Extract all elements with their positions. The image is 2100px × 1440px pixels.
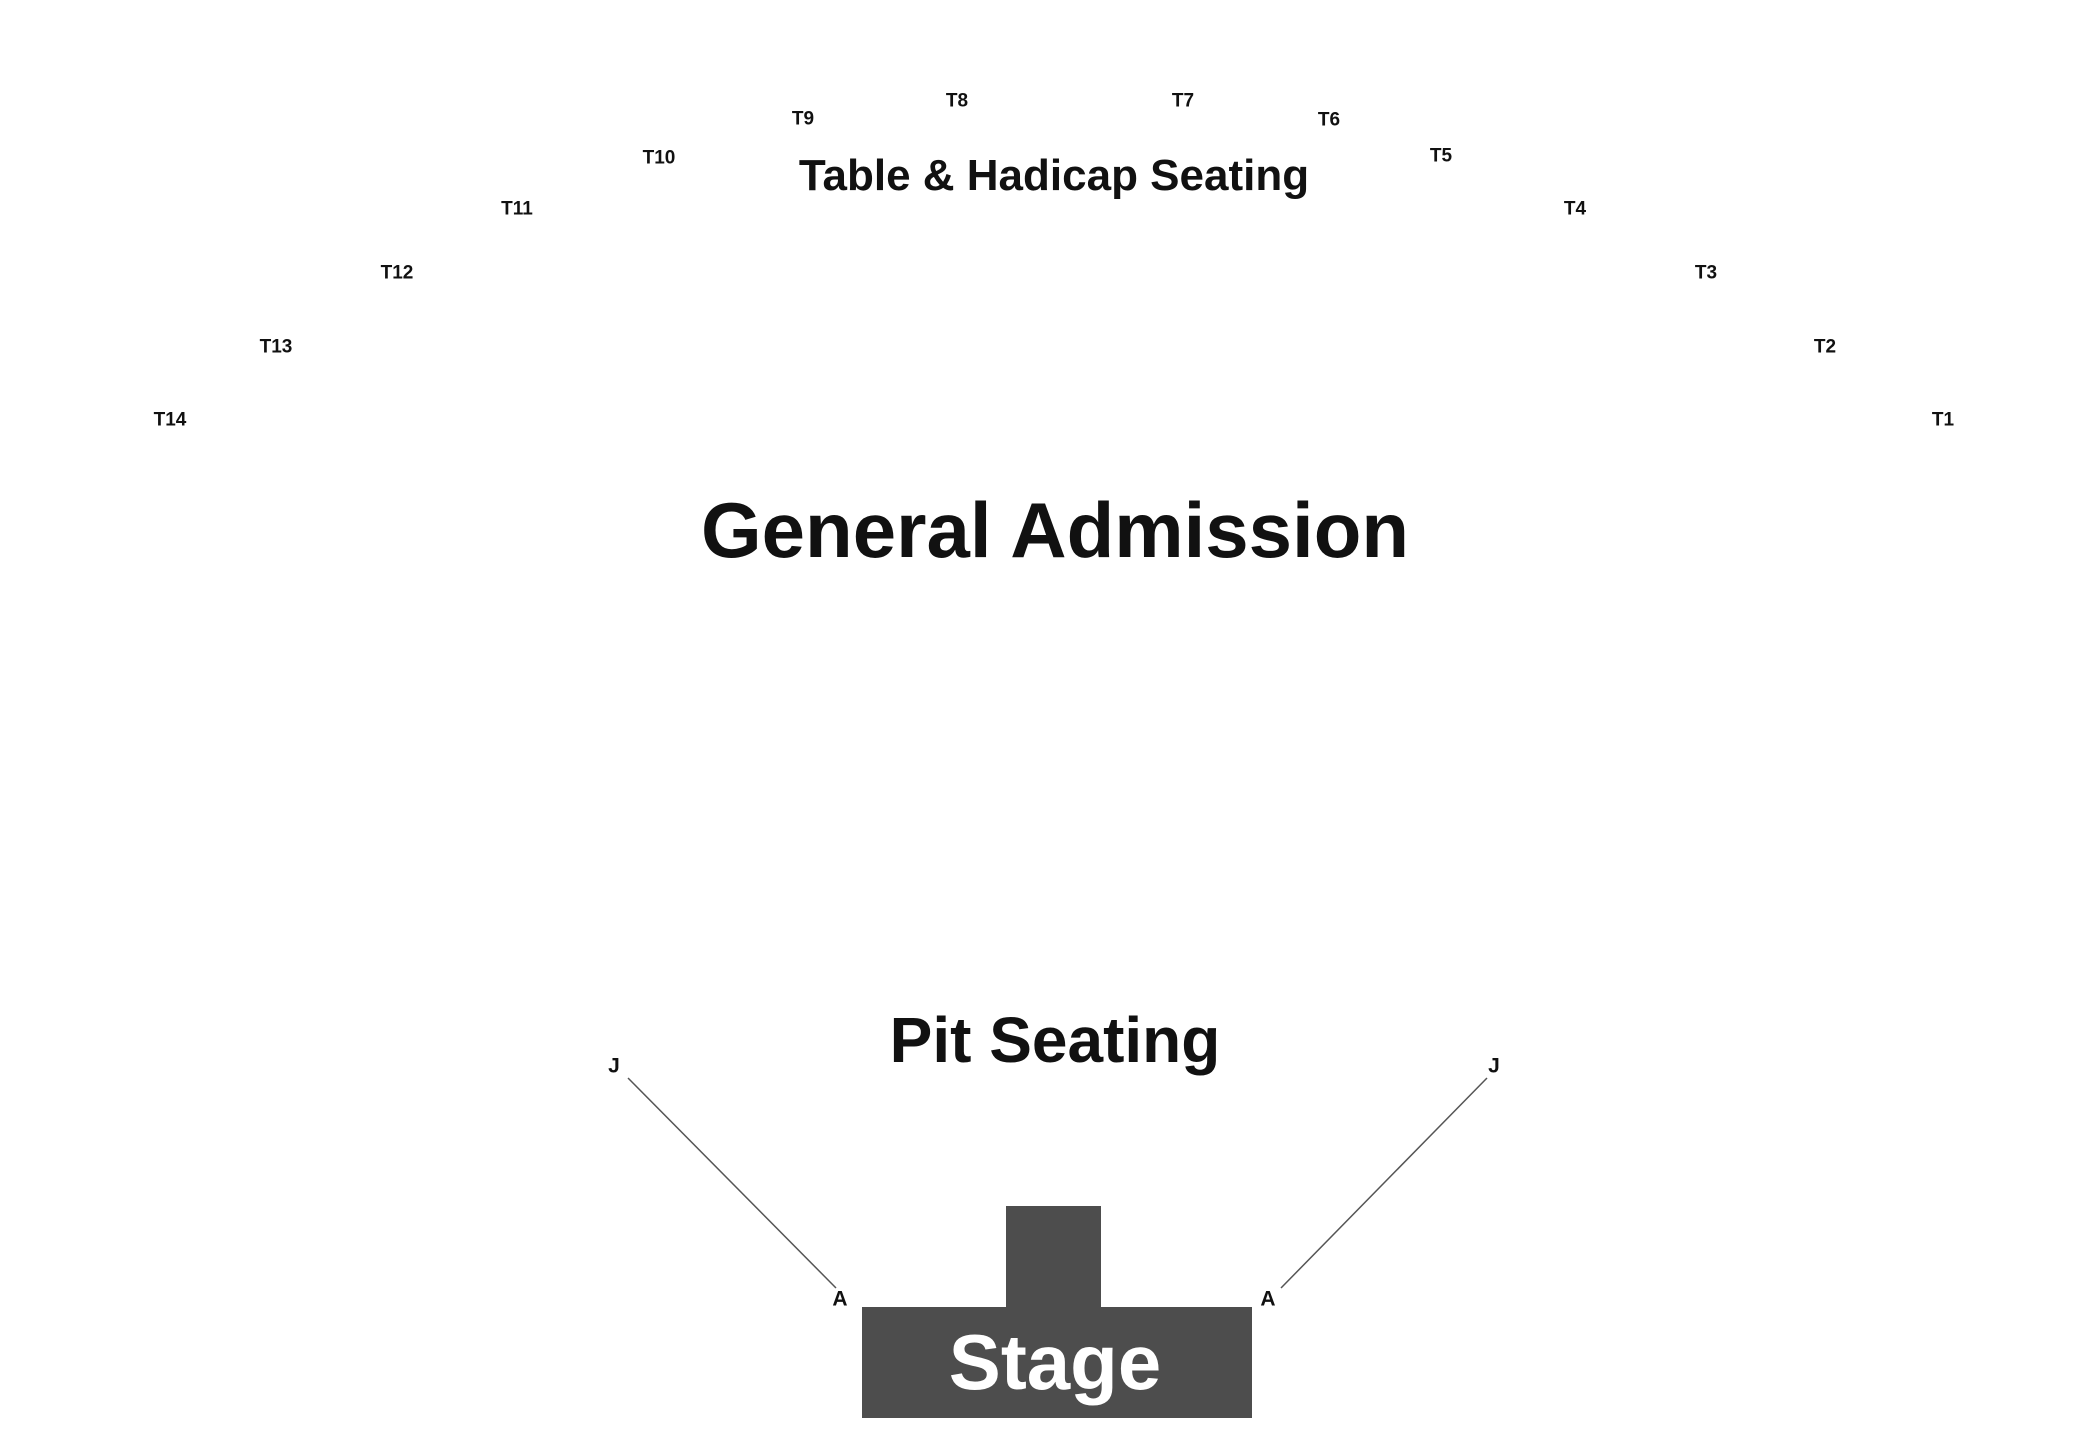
table-t14[interactable]: T14 [153,409,187,431]
table-t2[interactable]: T2 [1813,336,1837,358]
section-pit-seating[interactable]: Pit Seating [889,1004,1221,1076]
pit-row-j-right: J [1488,1054,1500,1078]
table-t4[interactable]: T4 [1563,198,1587,220]
pit-aisle-line-right [1280,1077,1488,1289]
section-table-handicap-seating[interactable]: Table & Hadicap Seating [798,151,1310,200]
pit-row-a-right: A [1260,1287,1276,1311]
table-t11[interactable]: T11 [501,198,533,220]
stage-shape[interactable] [862,1206,1252,1418]
table-t5[interactable]: T5 [1429,145,1453,167]
table-t12[interactable]: T12 [380,262,414,284]
table-t1[interactable]: T1 [1931,409,1955,431]
table-t6[interactable]: T6 [1317,109,1341,131]
pit-row-a-left: A [832,1287,848,1311]
table-t9[interactable]: T9 [791,108,815,130]
table-t3[interactable]: T3 [1694,262,1718,284]
table-t8[interactable]: T8 [945,90,969,112]
pit-row-j-left: J [608,1054,620,1078]
table-t10[interactable]: T10 [642,147,676,169]
table-t7[interactable]: T7 [1171,90,1195,112]
stage-label: Stage [948,1318,1162,1406]
section-general-admission[interactable]: General Admission [701,486,1409,574]
table-t13[interactable]: T13 [259,336,293,358]
pit-aisle-line-left [627,1077,837,1289]
